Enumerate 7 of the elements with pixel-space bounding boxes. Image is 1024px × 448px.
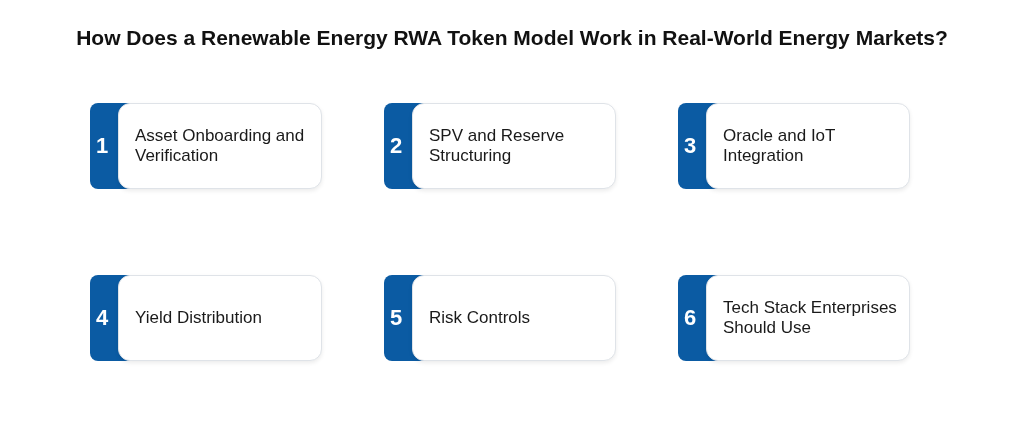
step-title: Oracle and IoT Integration xyxy=(723,126,837,166)
step-title: Asset Onboarding and Verification xyxy=(135,126,306,166)
step-title: SPV and Reserve Structuring xyxy=(429,126,566,166)
step-title: Tech Stack Enterprises Should Use xyxy=(723,298,897,338)
diagram-title: How Does a Renewable Energy RWA Token Model Work in Real-World Energy Markets? xyxy=(75,26,949,50)
step-title: Risk Controls xyxy=(429,308,531,328)
step-title: Yield Distribution xyxy=(135,308,262,328)
